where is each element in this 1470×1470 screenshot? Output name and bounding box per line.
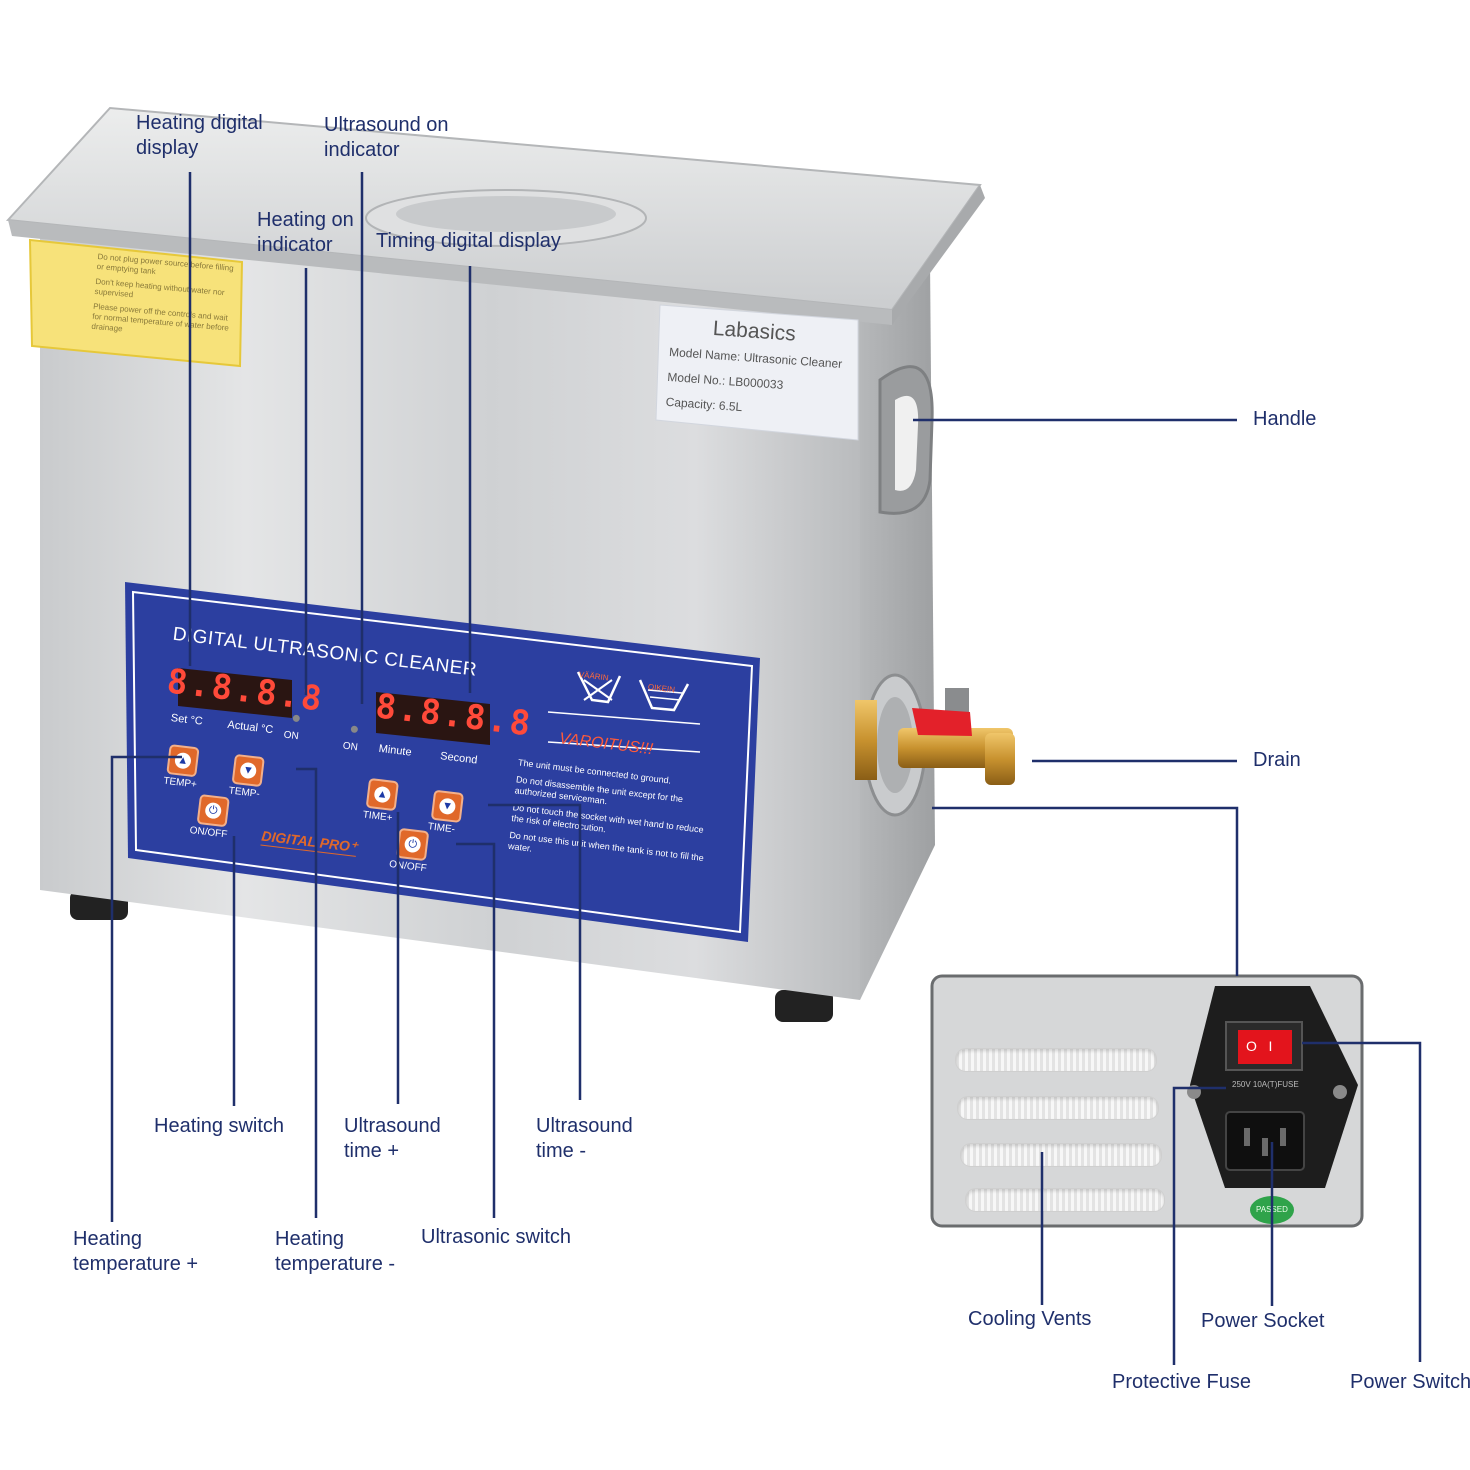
- callout-heating-temperature-minus: Heating temperature -: [275, 1227, 395, 1277]
- callout-line: time -: [536, 1140, 586, 1162]
- callout-heating-digital-display: Heating digital display: [136, 111, 263, 161]
- callout-protective-fuse: Protective Fuse: [1112, 1371, 1251, 1393]
- cooling-vent: [965, 1188, 1165, 1212]
- callout-cooling-vents: Cooling Vents: [968, 1308, 1092, 1330]
- callout-line: indicator: [324, 139, 400, 161]
- callout-heating-temperature-plus: Heating temperature +: [73, 1227, 198, 1277]
- fuse-caption: 250V 10A(T)FUSE: [1232, 1080, 1299, 1089]
- callout-line: Heating: [275, 1228, 344, 1250]
- callout-line: Heating digital: [136, 112, 263, 134]
- leader-time-minus: [488, 803, 582, 1100]
- callout-ultrasonic-switch: Ultrasonic switch: [421, 1226, 572, 1248]
- callout-heating-switch: Heating switch: [154, 1115, 285, 1137]
- callout-heating-on-indicator: Heating on indicator: [257, 208, 354, 258]
- cooling-vent: [957, 1096, 1159, 1120]
- power-switch-rocker-mark: O I: [1246, 1038, 1273, 1054]
- callout-line: temperature +: [73, 1253, 199, 1275]
- callout-ultrasound-time-minus: Ultrasound time -: [536, 1114, 633, 1164]
- cooling-vent: [960, 1143, 1162, 1167]
- leader-protective-fuse: [1172, 1086, 1226, 1365]
- cooling-vent: [955, 1048, 1157, 1072]
- leader-power-switch: [1302, 1041, 1422, 1362]
- leader-temp-minus: [296, 767, 318, 1218]
- callout-line: Ultrasound on: [324, 114, 449, 136]
- leader-ultrasonic-switch: [456, 842, 496, 1218]
- leader-drain-to-rear: [932, 806, 1239, 976]
- callout-power-switch: Power Switch: [1350, 1371, 1470, 1393]
- callout-line: temperature -: [275, 1253, 396, 1275]
- callout-line: Ultrasound: [344, 1115, 441, 1137]
- callout-power-socket: Power Socket: [1201, 1310, 1325, 1332]
- callout-ultrasound-time-plus: Ultrasound time +: [344, 1114, 441, 1164]
- callout-line: display: [136, 137, 199, 159]
- callout-line: indicator: [257, 234, 333, 256]
- callout-timing-digital-display: Timing digital display: [376, 230, 561, 252]
- callout-ultrasound-on-indicator: Ultrasound on indicator: [324, 113, 449, 163]
- leader-temp-plus: [110, 755, 182, 1222]
- callout-handle: Handle: [1253, 408, 1317, 430]
- callout-drain: Drain: [1253, 749, 1301, 771]
- callout-line: time +: [344, 1140, 400, 1162]
- callout-line: Heating: [73, 1228, 142, 1250]
- callout-line: Ultrasound: [536, 1115, 633, 1137]
- callout-line: Heating on: [257, 209, 354, 231]
